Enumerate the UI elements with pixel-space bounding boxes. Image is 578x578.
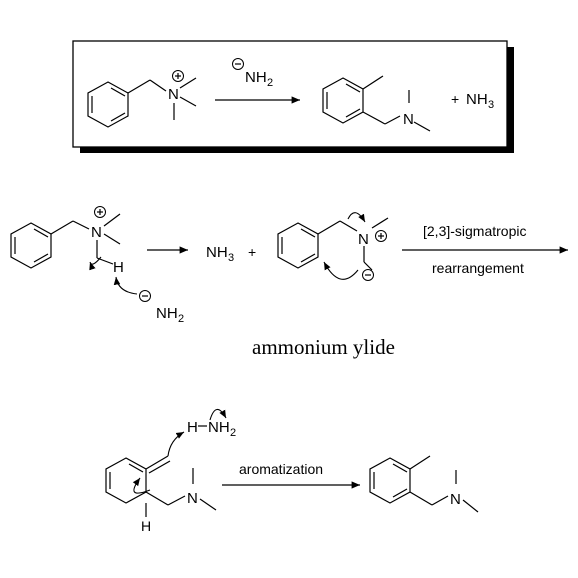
reagent-subscript: 2	[267, 77, 273, 89]
step2-nh2-label: NH	[208, 419, 230, 436]
step2-hydrogen-top: H	[187, 419, 198, 436]
byproduct-label: NH	[466, 91, 488, 108]
overall-reaction-box	[72, 40, 508, 148]
step2-intermediate: N H	[105, 431, 217, 534]
byproduct-subscript: 3	[488, 99, 494, 111]
step1-base-label: NH	[156, 305, 178, 322]
ammonium-ylide: N	[277, 212, 389, 281]
rearrangement-label: rearrangement	[432, 260, 524, 276]
final-product: N	[369, 455, 479, 513]
step1-base-subscript: 2	[178, 313, 184, 325]
reagent-label: NH	[245, 69, 267, 86]
ammonium-ylide-caption: ammonium ylide	[252, 335, 395, 359]
start-nitrogen-label: N	[168, 86, 179, 103]
step1-hydrogen-label: H	[113, 259, 124, 276]
ylide-nitrogen-label: N	[358, 231, 369, 248]
benzyltrimethylammonium: N	[87, 70, 197, 128]
step1-plus: +	[248, 244, 256, 260]
step1-nitrogen-label: N	[91, 224, 102, 241]
aromatization-label: aromatization	[239, 461, 323, 477]
byproduct-plus: +	[451, 91, 459, 107]
step2-nh2-subscript: 2	[230, 427, 236, 439]
step1-substrate: N H NH 2	[10, 206, 184, 325]
amide-abstracting-h: H NH 2	[187, 408, 236, 439]
product-amine: N	[322, 75, 431, 132]
amide-reagent: NH 2	[232, 58, 273, 89]
step2-hydrogen-bottom: H	[141, 518, 151, 534]
step2-nitrogen-label: N	[187, 490, 198, 507]
step1-nh3-label: NH	[206, 244, 228, 261]
product-nitrogen-label: N	[403, 111, 414, 128]
sigmatropic-label: [2,3]-sigmatropic	[423, 223, 526, 239]
step1-nh3-subscript: 3	[228, 252, 234, 264]
final-nitrogen-label: N	[450, 491, 461, 508]
